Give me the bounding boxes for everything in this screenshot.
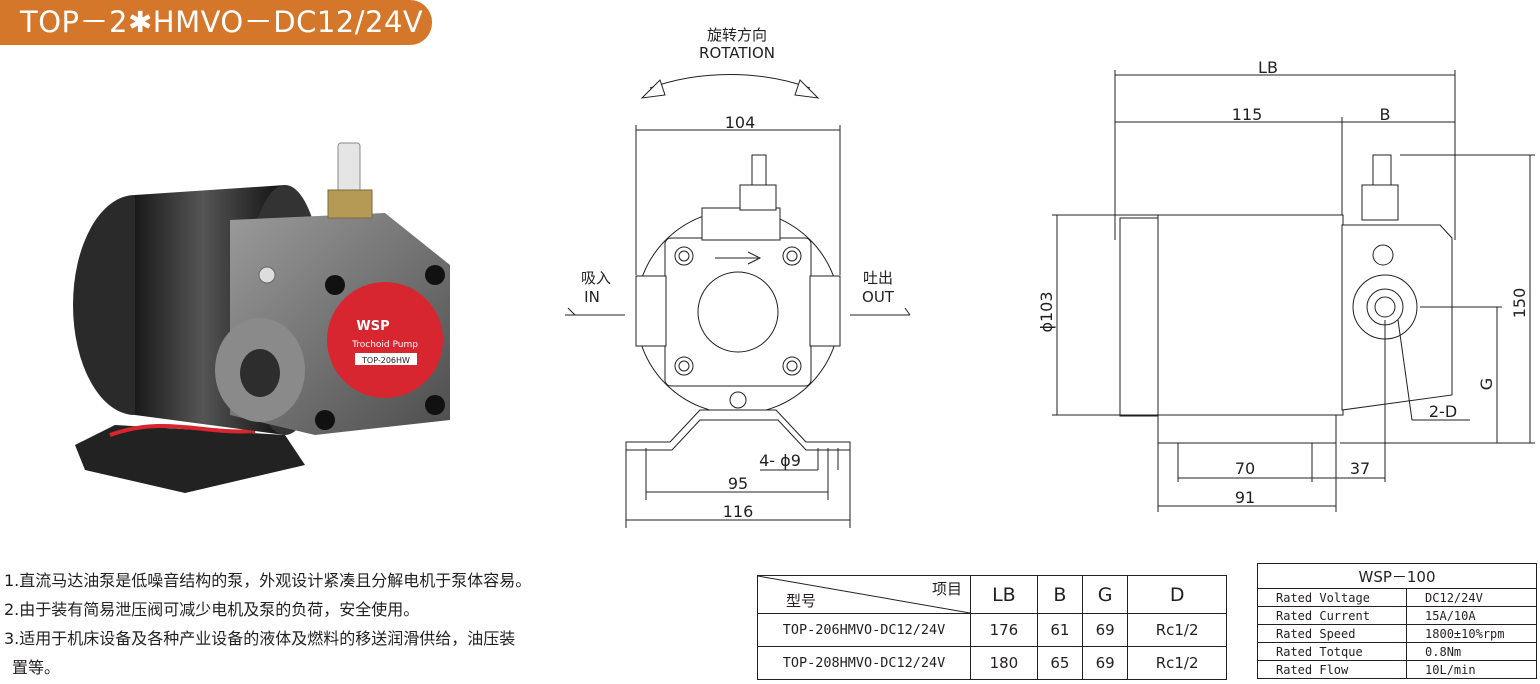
model-cell: TOP-208HMVO-DC12/24V — [757, 646, 971, 680]
header-D: D — [1127, 575, 1227, 614]
page-title: TOP－2✱HMVO－DC12/24V — [0, 0, 432, 45]
corner-model: 型号 — [786, 592, 817, 610]
rating-value: 1800±10%rpm — [1406, 624, 1537, 643]
label-type: TOP-206HW — [361, 356, 410, 365]
feature-list: 1.直流马达油泵是低噪音结构的泵，外观设计紧凑且分解电机于泵体容易。 2.由于装… — [4, 566, 694, 682]
rating-value: 0.8Nm — [1406, 642, 1537, 661]
dim-95: 95 — [728, 474, 748, 493]
rating-label: Rated Totque — [1256, 642, 1408, 661]
header-LB: LB — [970, 575, 1038, 614]
b-cell: 65 — [1036, 646, 1084, 680]
dim-B: B — [1380, 105, 1391, 124]
table-row: TOP-208HMVO-DC12/24V 180 65 69 Rc1/2 — [757, 646, 1227, 680]
side-view-drawing: LB 115 B ϕ103 150 G 2-D 70 37 91 — [1040, 58, 1535, 512]
outlet-cn: 吐出 — [863, 269, 893, 287]
g-cell: 69 — [1082, 613, 1129, 647]
rating-label: Rated Current — [1256, 606, 1408, 625]
rating-label: Rated Voltage — [1256, 588, 1408, 607]
lb-cell: 180 — [970, 646, 1038, 680]
bolt — [325, 275, 345, 295]
bolt — [315, 410, 335, 430]
rating-label: Rated Speed — [1256, 624, 1408, 643]
d-cell: Rc1/2 — [1127, 646, 1227, 680]
rating-value: 10L/min — [1406, 660, 1537, 679]
dim-LB: LB — [1258, 58, 1278, 77]
red-wire — [109, 424, 256, 437]
wsp-label — [327, 282, 443, 398]
header-B: B — [1036, 575, 1084, 614]
inlet-port — [240, 349, 280, 397]
lb-cell: 176 — [970, 613, 1038, 647]
dim-116: 116 — [723, 502, 754, 521]
dim-150: 150 — [1510, 288, 1529, 319]
inlet-en: IN — [584, 288, 600, 306]
bolt — [425, 265, 445, 285]
rotation-cn: 旋转方向 — [707, 26, 767, 44]
dim-103: ϕ103 — [1040, 291, 1056, 332]
dim-115: 115 — [1232, 105, 1263, 124]
outlet-en: OUT — [862, 288, 895, 306]
dim-G: G — [1477, 378, 1496, 390]
mount-bracket — [75, 425, 305, 493]
rating-label: Rated Flow — [1256, 660, 1408, 679]
feature-item: 置等。 — [12, 658, 61, 677]
dimension-table: 项目 型号 LB B G D TOP-206HMVO-DC12/24V 176 … — [757, 575, 1227, 680]
rotation-en: ROTATION — [699, 44, 775, 62]
dim-37: 37 — [1350, 459, 1370, 478]
dim-70: 70 — [1235, 459, 1255, 478]
table-row: TOP-206HMVO-DC12/24V 176 61 69 Rc1/2 — [757, 613, 1227, 647]
dim-2D: 2-D — [1429, 402, 1457, 421]
feature-item: 2.由于装有简易泄压阀可减少电机及泵的负荷，安全使用。 — [4, 600, 420, 619]
front-view-drawing: 旋转方向 ROTATION 104 吸入 IN 吐出 OUT 4- ϕ9 95 … — [565, 26, 911, 528]
g-cell: 69 — [1082, 646, 1129, 680]
dim-104: 104 — [725, 113, 756, 132]
bolt — [425, 395, 445, 415]
d-cell: Rc1/2 — [1127, 613, 1227, 647]
rating-value: DC12/24V — [1406, 588, 1537, 607]
dim-hole: 4- ϕ9 — [759, 451, 801, 470]
label-subtitle: Trochoid Pump — [351, 340, 418, 350]
label-brand: WSP — [356, 319, 389, 334]
rating-value: 15A/10A — [1406, 606, 1537, 625]
header-G: G — [1082, 575, 1129, 614]
inlet-cn: 吸入 — [581, 269, 611, 287]
wsp-header: WSP－100 — [1257, 563, 1537, 589]
pump-photo: WSP Trochoid Pump TOP-206HW — [73, 142, 450, 493]
dim-91: 91 — [1235, 488, 1255, 507]
model-cell: TOP-206HMVO-DC12/24V — [757, 613, 971, 647]
table-corner-cell: 项目 型号 — [757, 575, 971, 614]
feature-item: 1.直流马达油泵是低噪音结构的泵，外观设计紧凑且分解电机于泵体容易。 — [4, 571, 532, 590]
b-cell: 61 — [1036, 613, 1084, 647]
feature-item: 3.适用于机床设备及各种产业设备的液体及燃料的移送润滑供给，油压装 — [4, 629, 516, 648]
corner-item: 项目 — [931, 580, 962, 598]
relief-valve — [337, 142, 361, 194]
